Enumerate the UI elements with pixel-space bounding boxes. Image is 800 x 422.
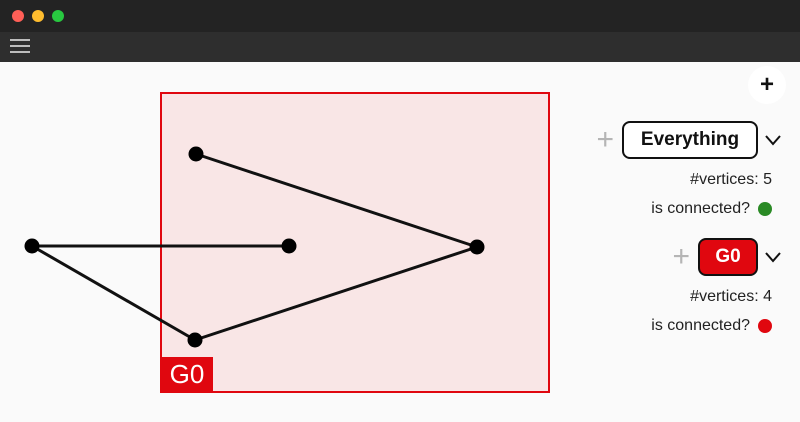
subgraph-g0-region[interactable] [160,92,550,393]
graph-edge[interactable] [194,245,478,342]
add-to-everything-button[interactable]: + [596,123,614,156]
g0-connected-stat: is connected? [651,317,772,335]
graph-edge[interactable] [195,152,478,249]
everything-connected-stat: is connected? [651,200,772,218]
menu-bar [0,32,800,62]
vertices-label: #vertices: [690,288,759,305]
group-everything-header: + Everything [596,121,782,159]
group-everything-chip[interactable]: Everything [622,121,758,159]
disconnected-status-dot-icon [758,319,772,333]
chevron-down-icon[interactable] [764,131,782,149]
connected-label: is connected? [651,200,750,217]
graph-vertex[interactable] [188,146,204,162]
connected-label: is connected? [651,317,750,334]
g0-vertices-stat: #vertices: 4 [690,288,772,306]
add-to-g0-button[interactable]: + [672,240,690,273]
graph-canvas[interactable] [0,62,800,422]
graph-vertex[interactable] [281,238,297,254]
graph-edge[interactable] [31,244,196,342]
graph-vertex[interactable] [187,332,203,348]
graph-vertex[interactable] [469,239,485,255]
hamburger-menu-icon[interactable] [10,38,30,54]
close-window-button[interactable] [12,10,24,22]
add-graph-button[interactable]: + [748,66,786,104]
connected-status-dot-icon [758,202,772,216]
group-g0-chip[interactable]: G0 [698,238,758,276]
vertices-label: #vertices: [690,171,759,188]
vertices-count: 4 [763,288,772,305]
everything-vertices-stat: #vertices: 5 [690,171,772,189]
maximize-window-button[interactable] [52,10,64,22]
group-g0-header: + G0 [672,238,782,276]
title-bar [0,0,800,32]
minimize-window-button[interactable] [32,10,44,22]
subgraph-g0-label: G0 [161,357,213,392]
vertices-count: 5 [763,171,772,188]
graph-vertex[interactable] [24,238,40,254]
chevron-down-icon[interactable] [764,248,782,266]
